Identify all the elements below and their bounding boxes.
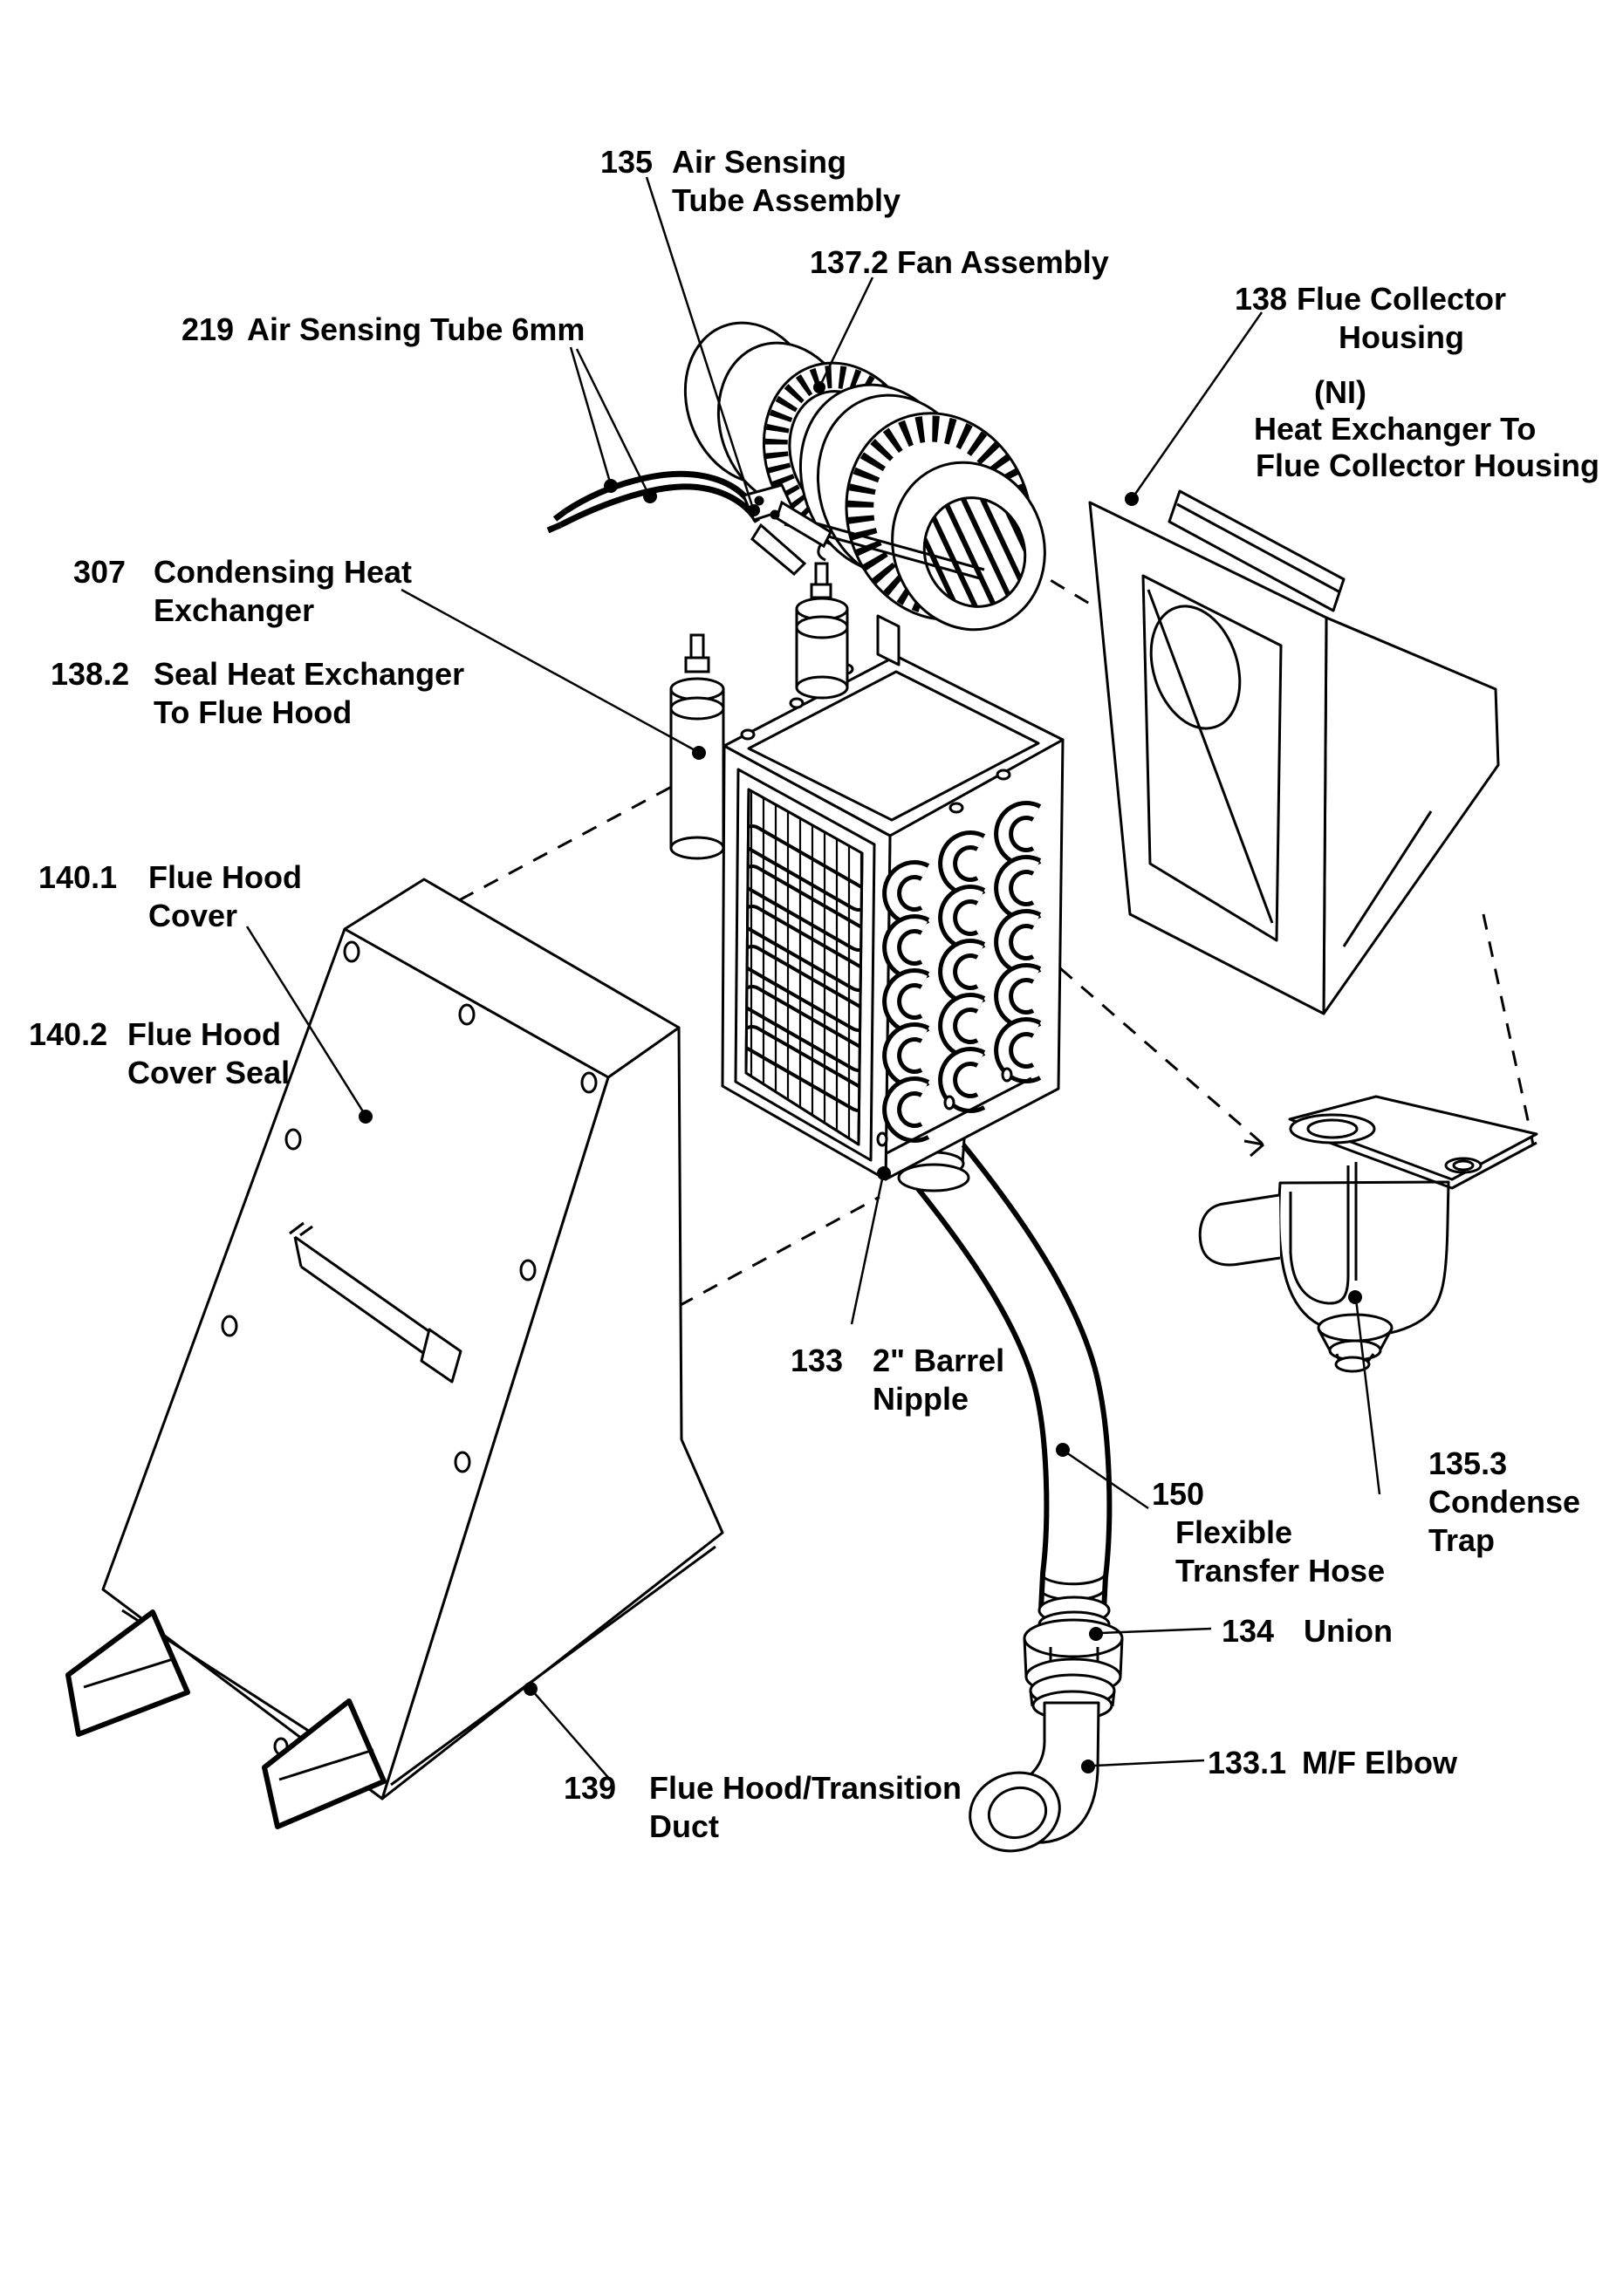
label-138-number: 138 (1235, 281, 1288, 317)
mf-elbow-drawing (969, 1701, 1100, 1853)
label-138-2-number: 138.2 (51, 656, 130, 692)
union-drawing (1023, 1596, 1124, 1721)
flue-hood-transition-duct-drawing (65, 878, 724, 1829)
label-133-number: 133 (791, 1343, 844, 1378)
air-sensing-tube-assembly-drawing (741, 483, 832, 577)
heat-exchanger-grid-panel (744, 788, 864, 1146)
sensor-fittings-drawing (669, 562, 849, 860)
label-139-number: 139 (564, 1770, 617, 1806)
label-ni-line-3: Flue Collector Housing (1256, 448, 1600, 483)
label-140-1-number: 140.1 (38, 859, 118, 895)
label-133-1-text: M/F Elbow (1302, 1745, 1457, 1780)
leader-lines (245, 176, 1381, 1781)
label-134-text: Union (1304, 1613, 1393, 1649)
label-133-1-number: 133.1 (1208, 1745, 1287, 1780)
label-307-number: 307 (73, 554, 127, 590)
condense-trap-drawing (1198, 1095, 1538, 1373)
label-137-2-text: Fan Assembly (897, 244, 1109, 280)
label-ni-line-2: Heat Exchanger To (1254, 411, 1537, 447)
label-219-text: Air Sensing Tube 6mm (247, 311, 586, 347)
label-ni-line-1: (NI) (1314, 374, 1366, 410)
label-135-number: 135 (600, 144, 654, 180)
label-134-number: 134 (1222, 1613, 1275, 1649)
label-137-2-number: 137.2 (810, 244, 889, 280)
flue-collector-housing-drawing (1088, 489, 1500, 1015)
label-135-3-number: 135.3 (1428, 1445, 1508, 1481)
condensing-heat-exchanger-drawing (721, 614, 1065, 1181)
air-sensing-tubes-drawing (546, 470, 832, 577)
label-219-number: 219 (181, 311, 235, 347)
label-140-2-number: 140.2 (29, 1016, 108, 1052)
label-150-number: 150 (1152, 1476, 1205, 1512)
fan-assembly-drawing (683, 321, 1046, 632)
